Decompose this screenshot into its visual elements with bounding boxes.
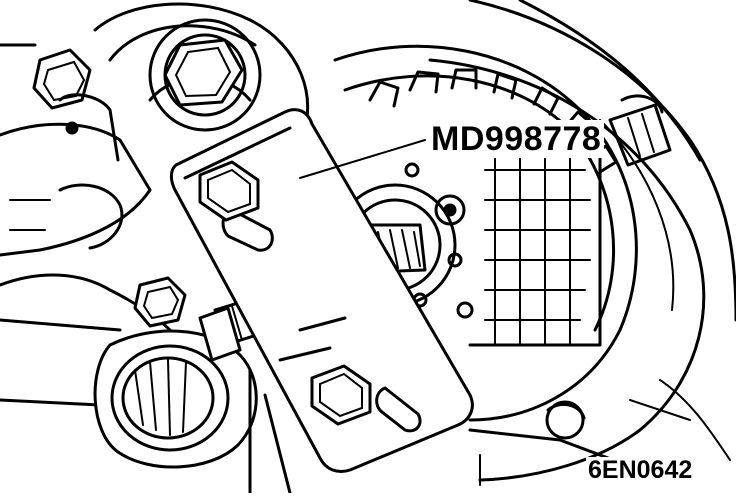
lower-engine-block [248,368,691,495]
crank-pulley [93,2,310,142]
cover-bolt-right [608,94,672,167]
lower-left-bolt [133,276,187,328]
label-leader-line [299,139,426,179]
holder-plate [169,108,474,473]
handle-arm [0,318,258,469]
camshaft-sprocket [333,44,638,422]
figure-id-label: 6EN0642 [586,456,695,484]
tool-part-number-label: MD998778 [428,120,605,158]
